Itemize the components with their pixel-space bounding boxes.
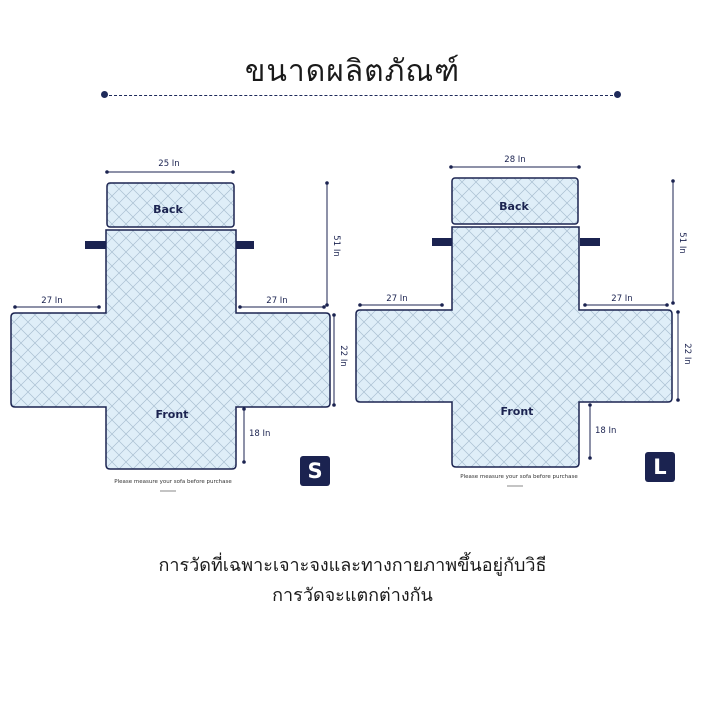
- dim-top-width-s: 25 In: [158, 159, 179, 169]
- divider-dot-left: [101, 91, 108, 98]
- cover-body-l: [355, 226, 673, 468]
- caption-line-1: การวัดที่เฉพาะเจาะจงและทางกายภาพขึ้นอยู่…: [158, 555, 547, 576]
- front-label-l: Front: [501, 405, 534, 418]
- dim-front-drop-l: 18 In: [595, 426, 616, 436]
- note-l: Please measure your sofa before purchase: [460, 474, 578, 480]
- caption-line-2: การวัดจะแตกต่างกัน: [272, 585, 433, 606]
- divider-dot-right: [614, 91, 621, 98]
- back-label-s: Back: [153, 203, 183, 216]
- dim-front-drop-s: 18 In: [249, 429, 270, 439]
- back-label-l: Back: [499, 200, 529, 213]
- page-title: ขนาดผลิตภัณฑ์: [244, 54, 461, 89]
- note-s: Please measure your sofa before purchase: [114, 479, 232, 485]
- back-cushion-s: [106, 182, 235, 228]
- dim-top-width-l: 28 In: [504, 155, 525, 165]
- size-badge-s: S: [300, 456, 330, 486]
- back-cushion-l: [451, 177, 579, 225]
- dim-right-arm-s: 27 In: [266, 296, 287, 306]
- dim-left-arm-s: 27 In: [41, 296, 62, 306]
- strap-left-s: [85, 241, 106, 249]
- dim-right-arm-l: 27 In: [611, 294, 632, 304]
- dim-height-l: 51 In: [677, 232, 687, 253]
- diagram-l: Back Front 28 In 27 In 27 In 51 In 22 In…: [355, 155, 692, 487]
- dim-height-s: 51 In: [331, 235, 341, 256]
- dim-arm-depth-s: 22 In: [338, 345, 348, 366]
- cover-body-s: [10, 229, 331, 470]
- size-badge-l: L: [645, 452, 675, 482]
- dim-left-arm-l: 27 In: [386, 294, 407, 304]
- title-divider: [104, 95, 618, 96]
- strap-left-l: [432, 238, 453, 246]
- strap-right-l: [580, 238, 600, 246]
- strap-right-s: [235, 241, 254, 249]
- dim-arm-depth-l: 22 In: [682, 343, 692, 364]
- diagram-s: Back Front 25 In 27 In 27 In 51 In 22 In…: [10, 159, 348, 492]
- front-label-s: Front: [156, 408, 189, 421]
